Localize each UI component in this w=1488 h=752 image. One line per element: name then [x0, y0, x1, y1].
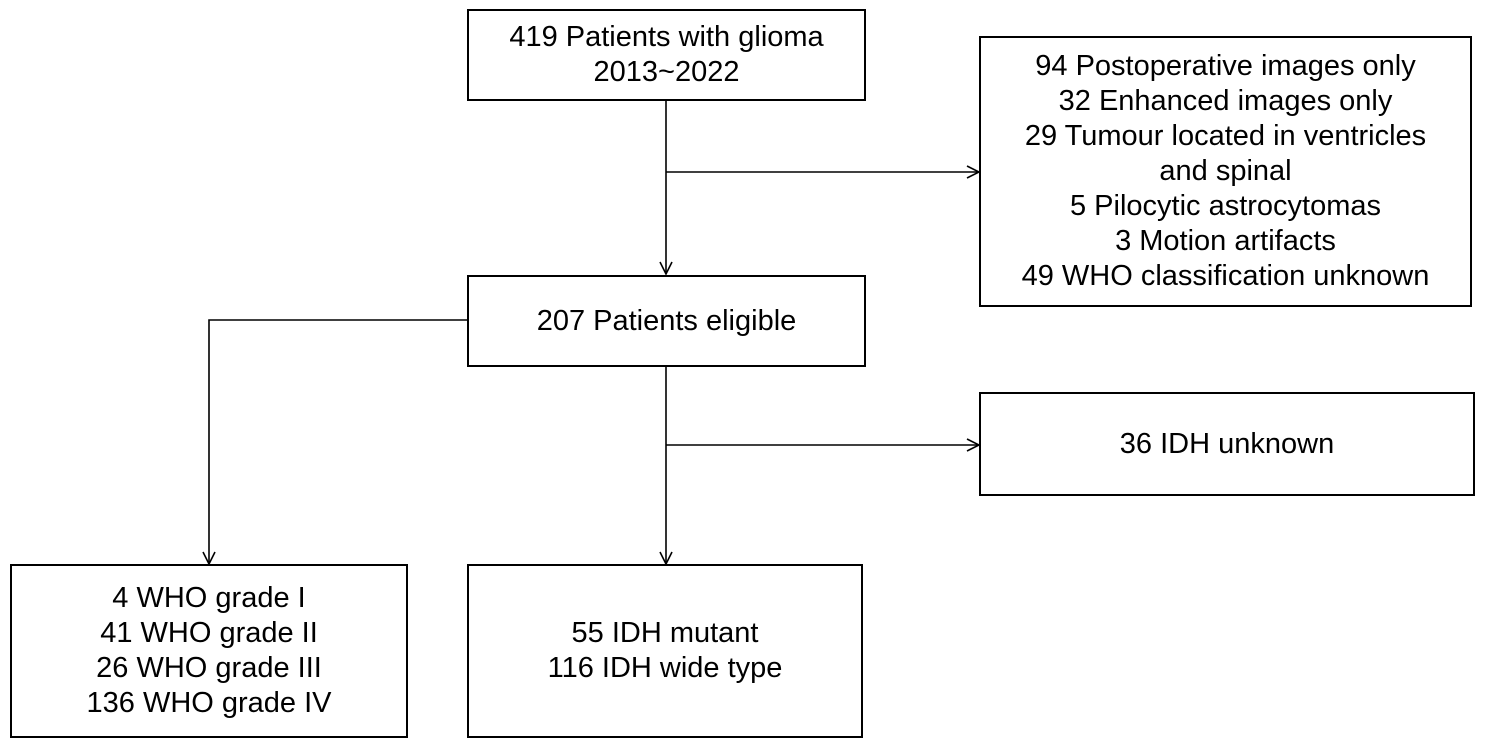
who-grade-2: 41 WHO grade II — [100, 617, 318, 649]
who-grade-4: 136 WHO grade IV — [86, 687, 332, 719]
box-patients-with-glioma: 419 Patients with glioma 2013~2022 — [467, 9, 866, 101]
exclusion-motion: 3 Motion artifacts — [1115, 225, 1336, 257]
idh-wild-type: 116 IDH wide type — [547, 652, 783, 684]
idh-mutant: 55 IDH mutant — [571, 617, 759, 649]
exclusion-enhanced: 32 Enhanced images only — [1058, 85, 1393, 117]
box-idh-status: 55 IDH mutant 116 IDH wide type — [467, 564, 863, 738]
box-patients-eligible: 207 Patients eligible — [467, 275, 866, 367]
eligible-line-1: 207 Patients eligible — [536, 304, 797, 337]
exclusion-ventricles: 29 Tumour located in ventricles — [1024, 120, 1427, 152]
exclusion-pilocytic: 5 Pilocytic astrocytomas — [1069, 190, 1382, 222]
exclusion-ventricles-cont: and spinal — [1159, 155, 1292, 187]
start-line-1: 419 Patients with glioma — [509, 21, 824, 53]
arrow-eligible-to-who-grades — [209, 319, 467, 564]
start-line-2: 2013~2022 — [593, 56, 740, 88]
box-idh-unknown: 36 IDH unknown — [979, 392, 1475, 496]
box-who-grades: 4 WHO grade I 41 WHO grade II 26 WHO gra… — [10, 564, 408, 738]
exclusion-postoperative: 94 Postoperative images only — [1035, 50, 1416, 82]
box-first-exclusions: 94 Postoperative images only 32 Enhanced… — [979, 36, 1472, 307]
who-grade-3: 26 WHO grade III — [96, 652, 322, 684]
idh-unknown-line-1: 36 IDH unknown — [1119, 427, 1335, 460]
exclusion-who-unknown: 49 WHO classification unknown — [1021, 260, 1430, 292]
who-grade-1: 4 WHO grade I — [112, 582, 306, 614]
